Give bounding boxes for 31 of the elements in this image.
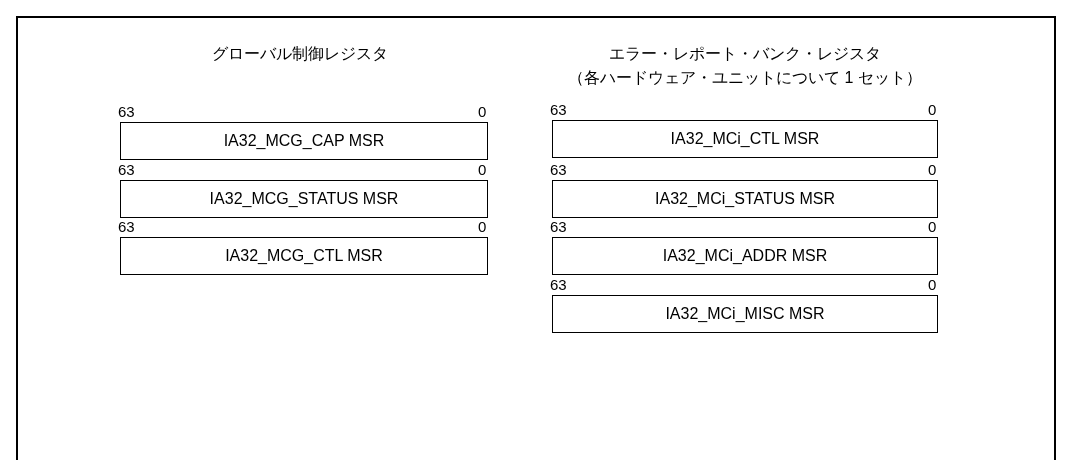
bit-number: 63	[118, 162, 135, 178]
bit-number: 0	[928, 102, 937, 118]
column-heading: グローバル制御レジスタ	[212, 44, 388, 64]
bit-number: 63	[550, 102, 567, 118]
bit-number: 63	[118, 219, 135, 235]
register-box	[120, 122, 488, 160]
register-name: IA32_MCi_MISC MSR	[665, 305, 825, 323]
register-name: IA32_MCi_ADDR MSR	[662, 247, 828, 265]
register-box	[120, 180, 488, 218]
column-heading: （各ハードウェア・ユニットについて 1 セット）	[568, 68, 922, 88]
register-name: IA32_MCi_CTL MSR	[670, 130, 820, 148]
register-box	[552, 295, 938, 333]
bit-number: 0	[928, 219, 937, 235]
register-box	[120, 237, 488, 275]
register-name: IA32_MCG_CTL MSR	[225, 247, 383, 265]
bit-number: 63	[118, 104, 135, 120]
register-name: IA32_MCG_STATUS MSR	[209, 190, 399, 208]
register-name: IA32_MCi_STATUS MSR	[655, 190, 835, 208]
register-box	[552, 237, 938, 275]
register-name: IA32_MCG_CAP MSR	[223, 132, 385, 150]
bit-number: 63	[550, 277, 567, 293]
bit-number: 0	[478, 219, 487, 235]
bit-number: 63	[550, 219, 567, 235]
bit-number: 0	[928, 277, 937, 293]
register-box	[552, 180, 938, 218]
bit-number: 0	[478, 104, 487, 120]
column-heading: エラー・レポート・バンク・レジスタ	[609, 44, 881, 64]
bit-number: 63	[550, 162, 567, 178]
bit-number: 0	[928, 162, 937, 178]
bit-number: 0	[478, 162, 487, 178]
register-box	[552, 120, 938, 158]
